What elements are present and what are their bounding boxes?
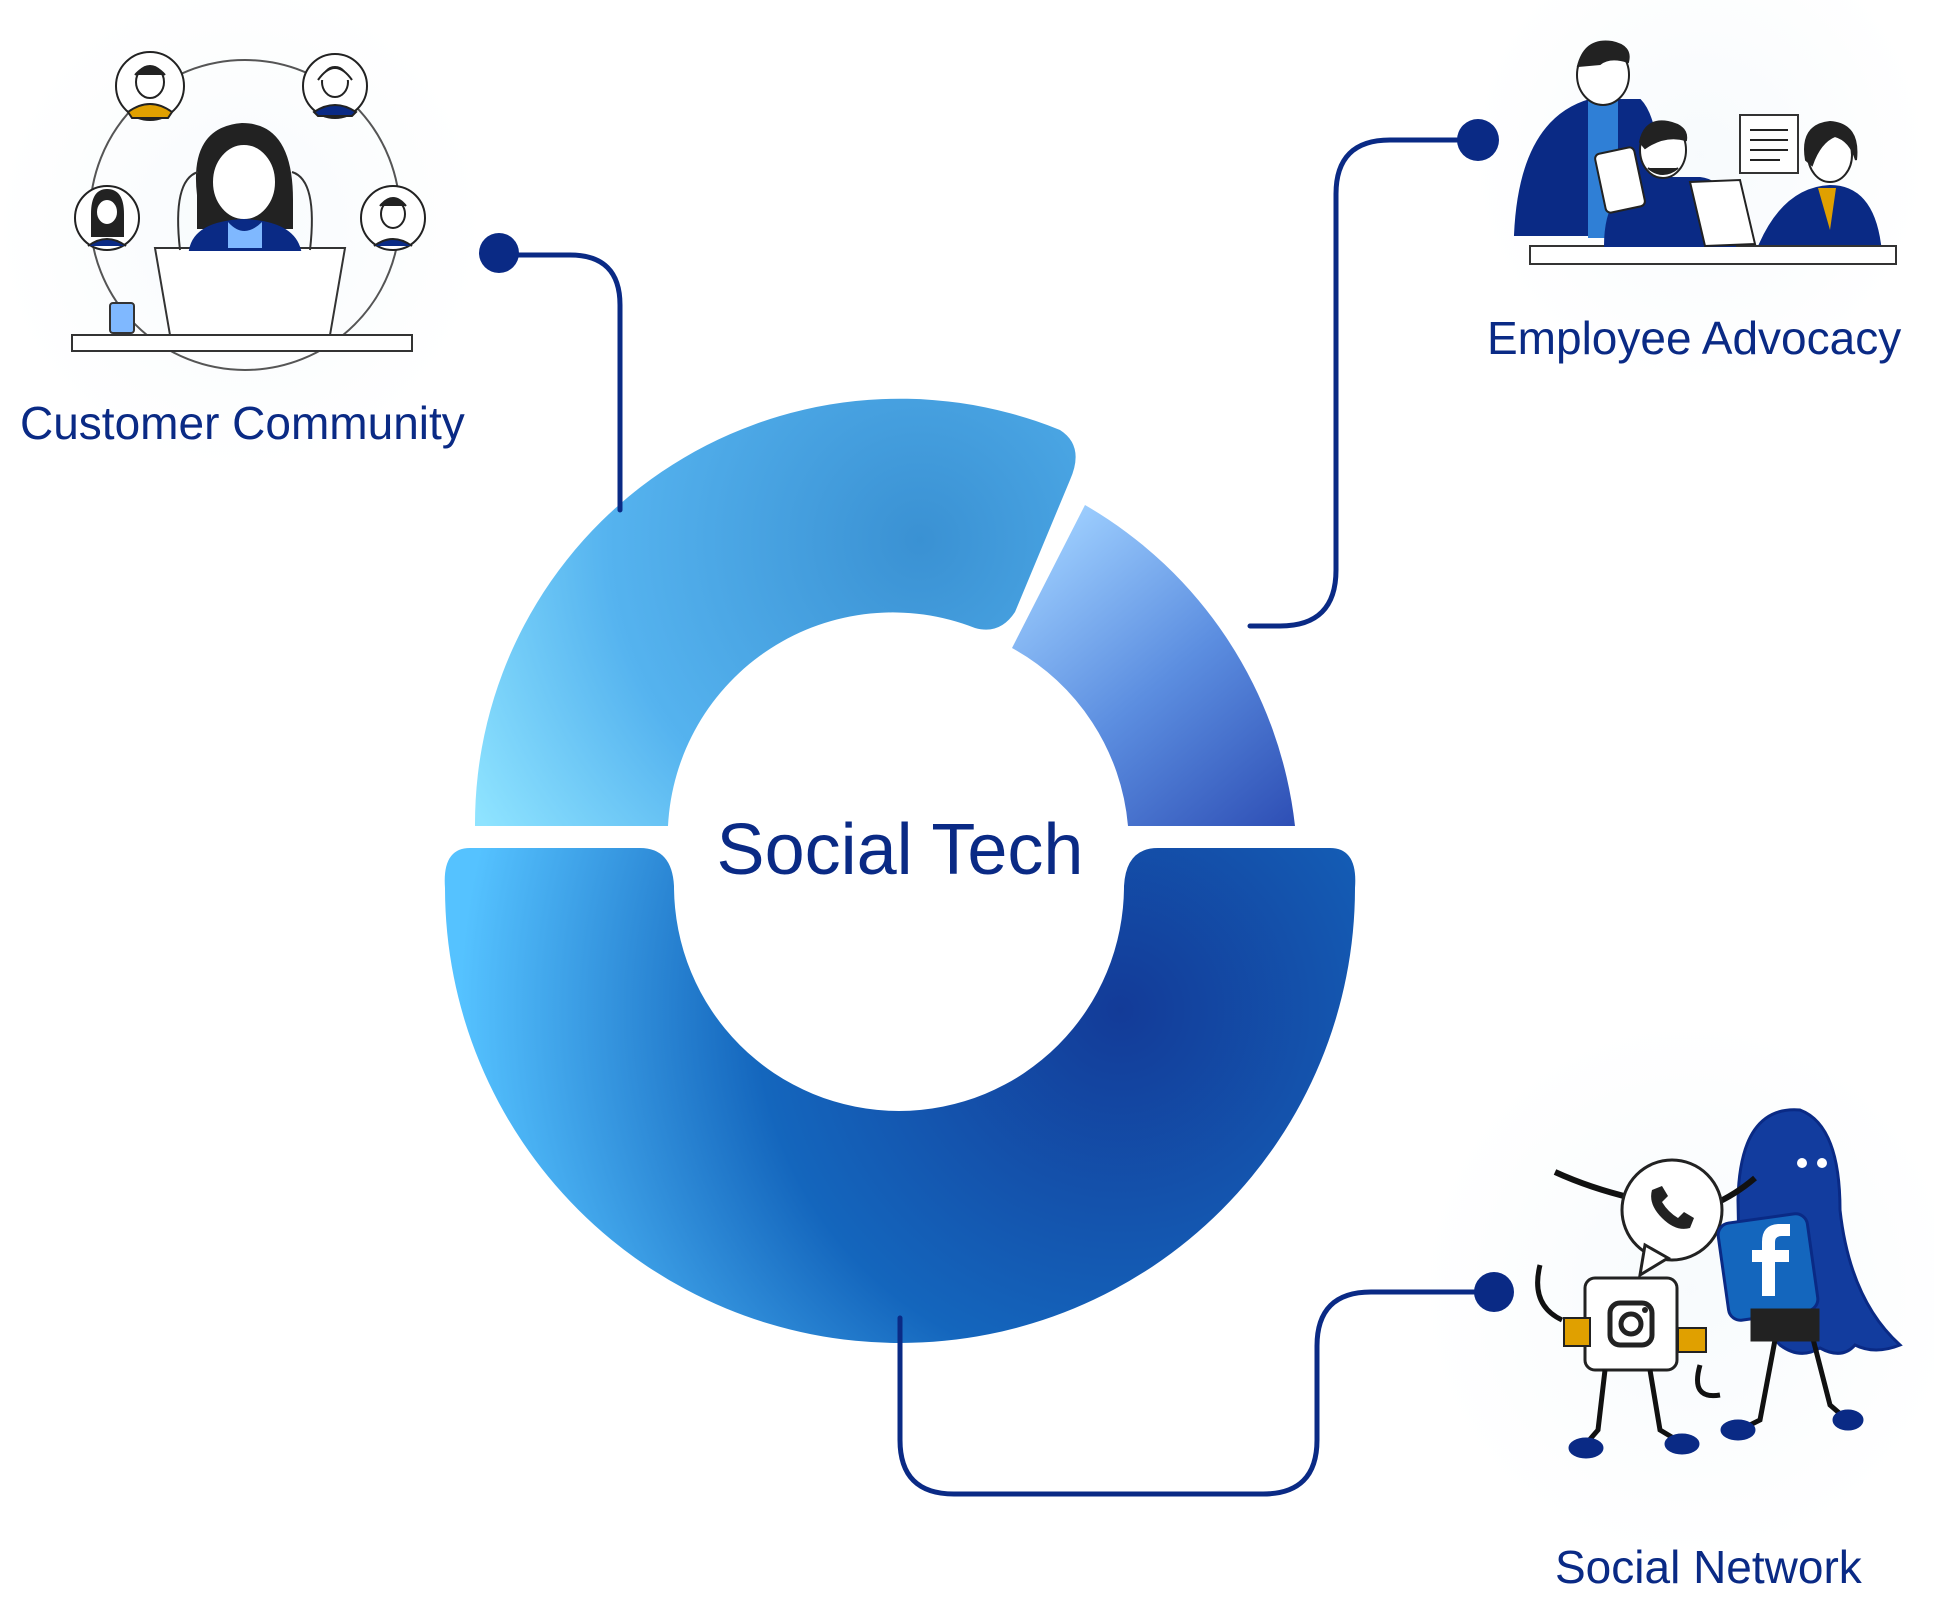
connector-dot-social [1474,1272,1514,1312]
connector-dots [479,119,1514,1312]
center-label: Social Tech [716,810,1084,890]
connector-social-network [897,1289,1497,1497]
connector-customer-community [497,252,623,513]
employee-advocacy-illustration [1513,40,1897,265]
facebook-icon [1752,1224,1790,1296]
customer-community-illustration [71,51,426,371]
connector-employee-advocacy [1247,137,1483,629]
social-network-label: Social Network [1555,1541,1862,1593]
social-network-illustration [1535,1108,1903,1459]
ring-segment-top[interactable] [474,398,1076,826]
donut-ring [444,398,1356,1343]
connectors [497,137,1497,1497]
phone-icon [1651,1186,1694,1229]
connector-dot-employee [1457,119,1499,161]
ring-segment-bottom[interactable] [444,848,1356,1343]
customer-community-label: Customer Community [20,397,465,449]
employee-advocacy-label: Employee Advocacy [1487,312,1902,364]
ring-segment-right[interactable] [1012,505,1295,826]
instagram-icon [1607,1300,1655,1348]
connector-dot-customer [479,233,519,273]
